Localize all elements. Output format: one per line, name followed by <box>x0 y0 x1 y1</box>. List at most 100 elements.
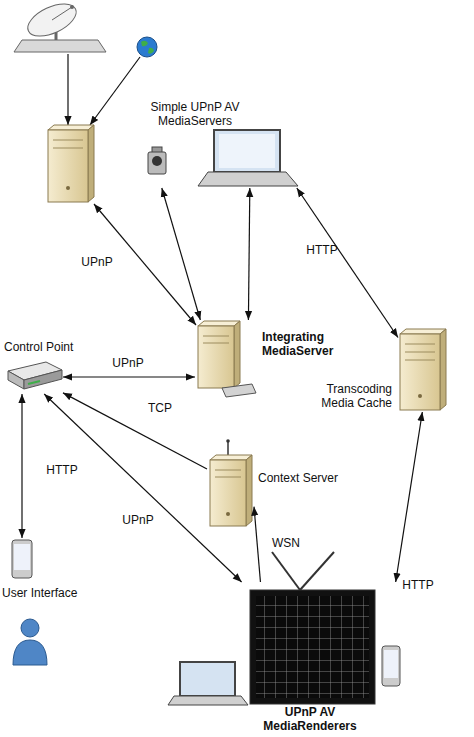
server-side <box>440 329 446 410</box>
server-slot <box>405 352 435 353</box>
laptop-base <box>168 696 248 705</box>
camera-lens <box>152 156 162 166</box>
server-front <box>400 334 440 410</box>
internet-globe <box>137 37 157 57</box>
server-top <box>198 321 240 326</box>
protocol-label: HTTP <box>402 578 433 592</box>
server-slot <box>53 140 83 141</box>
network-node: UPnP AV MediaRenderers <box>165 582 403 705</box>
node-label: User Interface <box>2 586 112 600</box>
phone-body <box>382 646 400 686</box>
network-node: Control Point <box>5 360 63 394</box>
server-slot <box>203 343 229 344</box>
server-front <box>48 130 88 202</box>
phone-renderer-icon <box>382 646 400 686</box>
network-node: User Interface <box>10 538 34 580</box>
protocol-label: HTTP <box>306 243 337 257</box>
tv-icon <box>250 552 375 704</box>
node-label: Simple UPnP AV MediaServers <box>125 100 265 128</box>
tuner-server <box>48 125 94 202</box>
context-server-icon <box>210 439 252 526</box>
connector-arrow <box>396 412 423 582</box>
dish-feed-tip <box>70 5 74 9</box>
connector-arrow <box>63 393 207 469</box>
phone-body <box>12 540 32 578</box>
server-button <box>418 394 422 398</box>
laptop-icon <box>198 130 298 186</box>
node-label: Context Server <box>258 471 368 485</box>
antenna-tip <box>226 439 230 443</box>
person-head <box>21 619 39 637</box>
laptop-lid <box>214 130 280 172</box>
server-slot <box>203 336 229 337</box>
server-slot <box>405 344 435 345</box>
satellite-dish <box>14 0 106 52</box>
network-node: Integrating MediaServer <box>195 320 257 400</box>
router-icon <box>8 362 62 389</box>
connector-arrow <box>44 394 241 582</box>
connector-arrow <box>162 188 201 320</box>
server-button <box>66 186 70 190</box>
network-node: Transcoding Media Cache <box>398 327 448 412</box>
camera-body <box>148 152 166 174</box>
node-label: Transcoding Media Cache <box>300 382 392 410</box>
connector-arrow <box>21 394 22 538</box>
protocol-label: UPnP <box>81 255 112 269</box>
router-side <box>24 370 62 389</box>
tv-antenna <box>272 552 300 590</box>
server-top <box>48 125 94 130</box>
protocol-label: TCP <box>148 401 172 415</box>
server-top <box>210 455 252 460</box>
server-slot <box>405 360 435 361</box>
dish-bowl <box>23 0 81 43</box>
phone-screen <box>384 650 398 678</box>
network-node: Context Server <box>207 452 254 528</box>
protocol-label: UPnP <box>122 513 153 527</box>
router-lights <box>28 381 40 384</box>
dish-feed <box>52 7 72 20</box>
server-front <box>210 460 246 526</box>
network-node: Simple UPnP AV MediaServers <box>140 126 302 188</box>
cache-server <box>400 329 446 410</box>
connector-arrow <box>248 188 249 320</box>
laptop-base <box>198 172 298 186</box>
tv-frame <box>250 590 375 704</box>
camera-icon <box>148 147 166 174</box>
node-label: Control Point <box>4 340 104 354</box>
server-side <box>234 321 240 388</box>
connector-arrow <box>297 188 398 338</box>
globe-body <box>137 37 157 57</box>
server-front <box>198 326 234 388</box>
node-label: Integrating MediaServer <box>262 330 342 358</box>
integrating-server <box>198 321 256 397</box>
server-side <box>88 125 94 202</box>
phone-icon <box>12 540 32 578</box>
server-side <box>246 455 252 526</box>
connector-arrow <box>63 376 195 377</box>
server-keyboard <box>222 384 256 397</box>
router-front <box>8 371 24 389</box>
protocol-label: WSN <box>272 536 300 550</box>
connector-layer <box>22 188 422 582</box>
laptop-screen <box>219 134 275 168</box>
source-arrow <box>90 57 140 125</box>
laptop-lid <box>180 662 235 696</box>
server-slot <box>53 148 83 149</box>
server-slot <box>215 477 241 478</box>
person-icon <box>13 619 47 665</box>
person-body <box>13 640 47 665</box>
server-slot <box>215 470 241 471</box>
phone-screen <box>14 544 30 570</box>
server-top <box>400 329 446 334</box>
dish-base <box>14 40 106 52</box>
node-label: UPnP AV MediaRenderers <box>250 705 370 733</box>
protocol-label: HTTP <box>46 463 77 477</box>
source-arrow <box>67 54 68 125</box>
laptop-renderer-icon <box>168 662 248 705</box>
tv-screen <box>256 596 369 698</box>
globe-land <box>141 41 154 54</box>
connector-arrow <box>254 507 260 582</box>
protocol-label: UPnP <box>112 356 143 370</box>
tv-antenna <box>300 552 334 590</box>
